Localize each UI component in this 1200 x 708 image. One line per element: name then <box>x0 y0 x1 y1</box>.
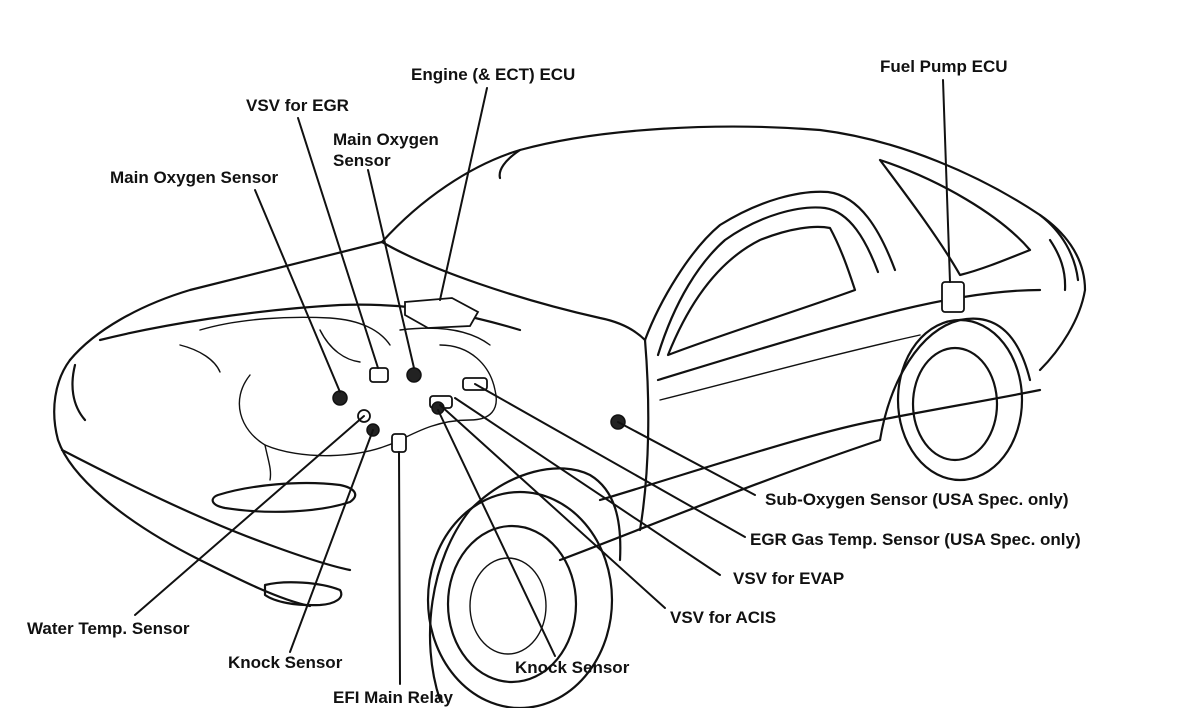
engine-ecu-part <box>404 297 480 329</box>
car-outline <box>53 125 1087 708</box>
efi-main-relay-part <box>391 433 407 453</box>
label-main-oxygen-left: Main Oxygen Sensor <box>110 168 279 187</box>
vsv-egr-part <box>369 367 389 383</box>
label-vsv-egr: VSV for EGR <box>246 96 349 115</box>
main-oxygen-sensor-left-part <box>332 390 348 406</box>
label-main-oxygen-center-line1: Main Oxygen <box>333 130 439 149</box>
callout-labels: Engine (& ECT) ECU Fuel Pump ECU VSV for… <box>27 57 1081 707</box>
label-vsv-acis: VSV for ACIS <box>670 608 776 627</box>
fuel-pump-ecu-part <box>941 281 965 313</box>
label-engine-ecu: Engine (& ECT) ECU <box>411 65 575 84</box>
label-knock-right: Knock Sensor <box>515 658 630 677</box>
label-main-oxygen-center-line2: Sensor <box>333 151 391 170</box>
label-fuel-pump-ecu: Fuel Pump ECU <box>880 57 1008 76</box>
component-markers <box>332 281 965 453</box>
label-efi-relay: EFI Main Relay <box>333 688 454 707</box>
main-oxygen-sensor-center-part <box>406 367 422 383</box>
label-knock-left: Knock Sensor <box>228 653 343 672</box>
label-water-temp: Water Temp. Sensor <box>27 619 190 638</box>
label-sub-oxygen: Sub-Oxygen Sensor (USA Spec. only) <box>765 490 1069 509</box>
label-vsv-evap: VSV for EVAP <box>733 569 844 588</box>
leader-lines <box>134 79 951 685</box>
label-egr-gas-temp: EGR Gas Temp. Sensor (USA Spec. only) <box>750 530 1081 549</box>
